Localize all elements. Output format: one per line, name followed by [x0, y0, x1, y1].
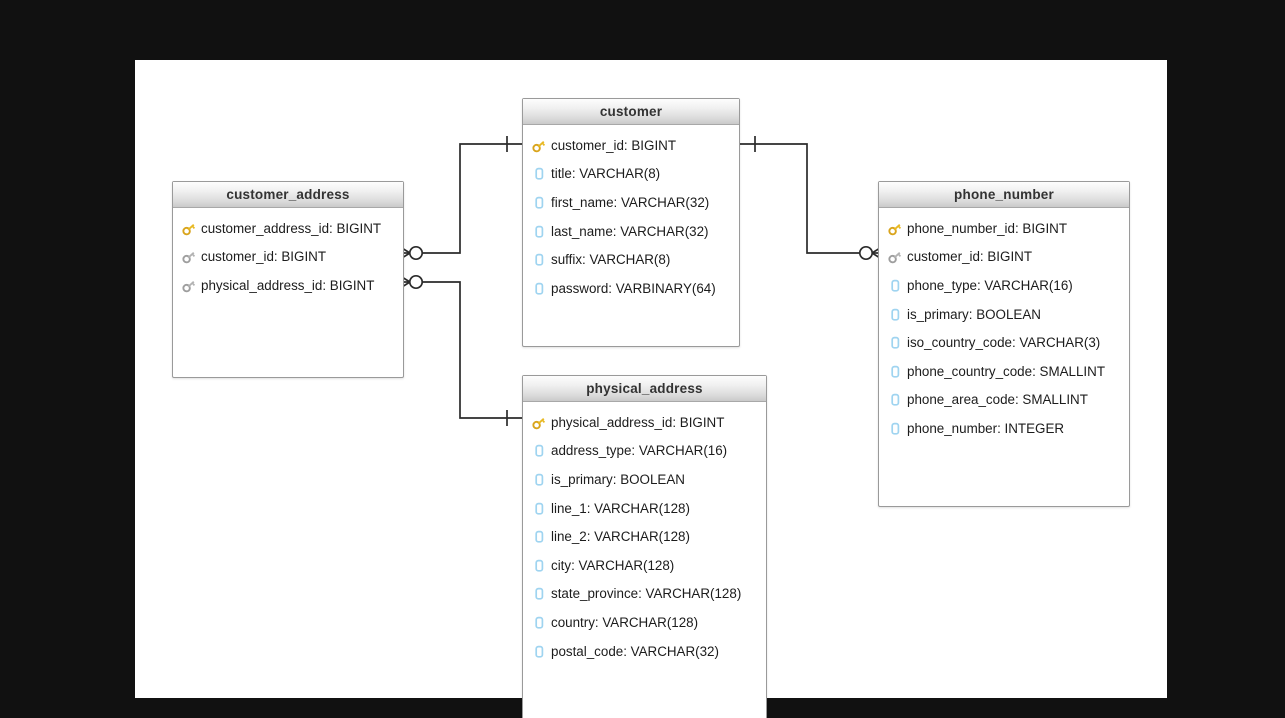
relationship-customer-to-customer_address	[396, 136, 522, 262]
table-row[interactable]: line_1: VARCHAR(128)	[523, 494, 766, 523]
entity-table-physical_address[interactable]: physical_address physical_address_id: BI…	[522, 375, 767, 718]
table-row[interactable]: phone_type: VARCHAR(16)	[879, 271, 1129, 300]
table-row[interactable]: line_2: VARCHAR(128)	[523, 522, 766, 551]
table-title: phone_number	[879, 182, 1129, 208]
column-label: line_2: VARCHAR(128)	[551, 529, 690, 545]
table-title: customer_address	[173, 182, 403, 208]
column-icon	[531, 443, 548, 458]
primary-key-icon	[531, 138, 548, 153]
table-row[interactable]: address_type: VARCHAR(16)	[523, 437, 766, 466]
column-label: iso_country_code: VARCHAR(3)	[907, 335, 1101, 351]
table-row[interactable]: phone_area_code: SMALLINT	[879, 386, 1129, 415]
table-row[interactable]: suffix: VARCHAR(8)	[523, 245, 739, 274]
table-row[interactable]: postal_code: VARCHAR(32)	[523, 637, 766, 666]
column-icon	[531, 281, 548, 296]
column-label: phone_area_code: SMALLINT	[907, 392, 1088, 408]
table-row[interactable]: customer_address_id: BIGINT	[173, 214, 403, 243]
column-icon	[887, 392, 904, 407]
column-label: city: VARCHAR(128)	[551, 557, 675, 573]
entity-table-customer[interactable]: customer customer_id: BIGINT title: VARC…	[522, 98, 740, 347]
column-label: title: VARCHAR(8)	[551, 166, 661, 182]
relationship-physical_address-to-customer_address	[396, 273, 522, 426]
table-row[interactable]: phone_country_code: SMALLINT	[879, 357, 1129, 386]
column-icon	[887, 364, 904, 379]
column-icon	[531, 615, 548, 630]
table-row[interactable]: title: VARCHAR(8)	[523, 160, 739, 189]
table-row[interactable]: phone_number_id: BIGINT	[879, 214, 1129, 243]
column-icon	[887, 421, 904, 436]
column-label: last_name: VARCHAR(32)	[551, 223, 709, 239]
table-title: customer	[523, 99, 739, 125]
column-label: country: VARCHAR(128)	[551, 614, 699, 630]
column-label: is_primary: BOOLEAN	[551, 471, 685, 487]
column-icon	[531, 195, 548, 210]
column-list: customer_address_id: BIGINT customer_id:…	[173, 208, 403, 306]
entity-table-phone_number[interactable]: phone_number phone_number_id: BIGINT cus…	[878, 181, 1130, 507]
table-row[interactable]: state_province: VARCHAR(128)	[523, 580, 766, 609]
table-row[interactable]: phone_number: INTEGER	[879, 414, 1129, 443]
table-row[interactable]: physical_address_id: BIGINT	[523, 408, 766, 437]
column-list: phone_number_id: BIGINT customer_id: BIG…	[879, 208, 1129, 449]
table-title: physical_address	[523, 376, 766, 402]
table-row[interactable]: customer_id: BIGINT	[523, 131, 739, 160]
column-label: line_1: VARCHAR(128)	[551, 500, 690, 516]
column-icon	[887, 307, 904, 322]
column-label: is_primary: BOOLEAN	[907, 306, 1041, 322]
table-row[interactable]: is_primary: BOOLEAN	[879, 300, 1129, 329]
table-row[interactable]: iso_country_code: VARCHAR(3)	[879, 328, 1129, 357]
column-list: physical_address_id: BIGINT address_type…	[523, 402, 766, 671]
column-label: suffix: VARCHAR(8)	[551, 252, 671, 268]
foreign-key-icon	[181, 278, 198, 293]
column-icon	[531, 586, 548, 601]
column-list: customer_id: BIGINT title: VARCHAR(8) fi…	[523, 125, 739, 309]
column-label: phone_number: INTEGER	[907, 420, 1065, 436]
column-label: physical_address_id: BIGINT	[551, 414, 725, 430]
column-label: state_province: VARCHAR(128)	[551, 586, 742, 602]
table-row[interactable]: city: VARCHAR(128)	[523, 551, 766, 580]
foreign-key-icon	[887, 249, 904, 264]
table-row[interactable]: last_name: VARCHAR(32)	[523, 217, 739, 246]
table-row[interactable]: password: VARBINARY(64)	[523, 274, 739, 303]
column-label: customer_address_id: BIGINT	[201, 220, 382, 236]
column-icon	[887, 335, 904, 350]
diagram-canvas[interactable]: customer_address customer_address_id: BI…	[135, 60, 1167, 718]
column-label: customer_id: BIGINT	[201, 249, 327, 265]
primary-key-icon	[887, 221, 904, 236]
column-label: physical_address_id: BIGINT	[201, 277, 375, 293]
entity-table-customer_address[interactable]: customer_address customer_address_id: BI…	[172, 181, 404, 378]
table-row[interactable]: customer_id: BIGINT	[173, 243, 403, 272]
column-label: first_name: VARCHAR(32)	[551, 194, 710, 210]
column-icon	[531, 501, 548, 516]
column-label: customer_id: BIGINT	[907, 249, 1033, 265]
column-label: password: VARBINARY(64)	[551, 280, 716, 296]
column-icon	[531, 472, 548, 487]
table-row[interactable]: is_primary: BOOLEAN	[523, 465, 766, 494]
table-row[interactable]: country: VARCHAR(128)	[523, 608, 766, 637]
column-icon	[531, 224, 548, 239]
table-row[interactable]: customer_id: BIGINT	[879, 243, 1129, 272]
column-icon	[531, 529, 548, 544]
column-icon	[531, 252, 548, 267]
column-icon	[531, 166, 548, 181]
column-label: phone_type: VARCHAR(16)	[907, 277, 1073, 293]
relationship-customer-to-phone_number	[740, 136, 886, 262]
primary-key-icon	[181, 221, 198, 236]
column-label: phone_country_code: SMALLINT	[907, 363, 1106, 379]
column-icon	[531, 558, 548, 573]
table-row[interactable]: first_name: VARCHAR(32)	[523, 188, 739, 217]
column-label: phone_number_id: BIGINT	[907, 220, 1068, 236]
column-icon	[887, 278, 904, 293]
table-row[interactable]: physical_address_id: BIGINT	[173, 271, 403, 300]
column-label: postal_code: VARCHAR(32)	[551, 643, 719, 659]
primary-key-icon	[531, 415, 548, 430]
column-icon	[531, 644, 548, 659]
column-label: address_type: VARCHAR(16)	[551, 443, 728, 459]
column-label: customer_id: BIGINT	[551, 137, 677, 153]
foreign-key-icon	[181, 249, 198, 264]
